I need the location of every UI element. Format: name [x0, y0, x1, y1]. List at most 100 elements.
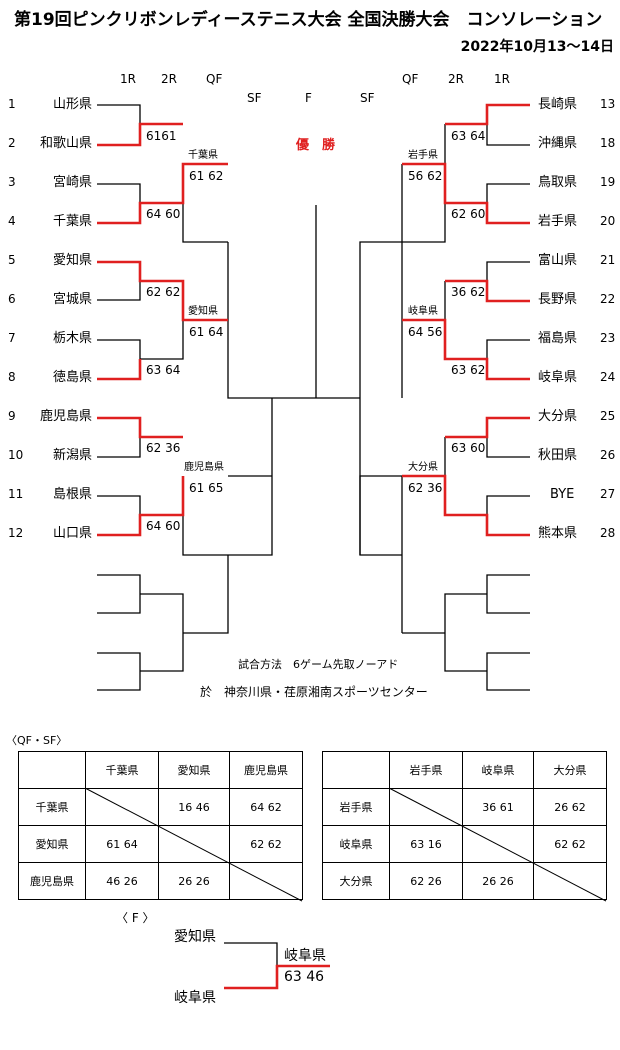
round-label-right-2r: 2R: [448, 72, 464, 86]
rr-diagonal-cell: [158, 825, 230, 863]
rr-row-header: 鹿児島県: [18, 862, 86, 900]
rr-diagonal-cell: [533, 862, 607, 900]
rr-score-cell: 64 62: [229, 788, 303, 826]
page-title: 第19回ピンクリボンレディーステニス大会 全国決勝大会 コンソレーション: [14, 10, 603, 30]
right-team-name: 岩手県: [538, 214, 578, 229]
right-team-name: 福島県: [538, 331, 578, 346]
right-r2-winner: 岐阜県: [408, 306, 438, 317]
left-seed-number: 4: [8, 214, 16, 228]
round-label-right-1r: 1R: [494, 72, 510, 86]
right-r2-score: 64 56: [408, 325, 443, 339]
rr-score-cell: 46 26: [85, 862, 159, 900]
rr-row-header: 岐阜県: [322, 825, 390, 863]
right-team-name: 長崎県: [538, 97, 578, 112]
rr-row-header: 千葉県: [18, 788, 86, 826]
left-seed-number: 7: [8, 331, 16, 345]
right-seed-number: 27: [600, 487, 616, 501]
right-seed-number: 22: [600, 292, 616, 306]
right-seed-number: 26: [600, 448, 616, 462]
left-seed-number: 1: [8, 97, 16, 111]
rr-corner-cell: [322, 751, 390, 789]
right-seed-number: 19: [600, 175, 616, 189]
round-label-sf-right: SF: [360, 91, 375, 105]
right-r1-score: 63 60: [451, 441, 486, 455]
right-seed-number: 24: [600, 370, 616, 384]
right-seed-number: 23: [600, 331, 616, 345]
right-r1-score: 62 60: [451, 207, 486, 221]
right-r2-winner: 大分県: [408, 462, 438, 473]
right-team-name: BYE: [550, 487, 575, 502]
right-team-name: 富山県: [538, 253, 578, 268]
left-seed-number: 6: [8, 292, 16, 306]
right-seed-number: 13: [600, 97, 616, 111]
rr-column-header: 岐阜県: [462, 751, 534, 789]
left-r2-winner: 愛知県: [188, 306, 218, 317]
left-r1-score: 62 36: [146, 441, 181, 455]
round-label-left-2r: 2R: [161, 72, 177, 86]
rr-row-header: 大分県: [322, 862, 390, 900]
right-team-name: 熊本県: [538, 526, 578, 541]
rr-score-cell: 26 62: [533, 788, 607, 826]
round-label-final: F: [305, 91, 312, 105]
left-seed-number: 9: [8, 409, 16, 423]
left-seed-number: 2: [8, 136, 16, 150]
final-score: 63 46: [284, 969, 325, 985]
rr-score-cell: 61 64: [85, 825, 159, 863]
left-r2-score: 61 62: [189, 169, 224, 183]
rr-column-header: 千葉県: [85, 751, 159, 789]
left-r1-score: 62 62: [146, 285, 181, 299]
right-team-name: 岐阜県: [538, 370, 578, 385]
bracket-lines: [97, 103, 530, 691]
rr-score-cell: 36 61: [462, 788, 534, 826]
left-seed-number: 11: [8, 487, 24, 501]
rr-score-cell: 26 26: [158, 862, 230, 900]
rr-score-cell: 26 26: [462, 862, 534, 900]
left-r1-score: 63 64: [146, 363, 181, 377]
right-r2-winner: 岩手県: [408, 150, 438, 161]
rr-diagonal-cell: [389, 788, 463, 826]
right-seed-number: 20: [600, 214, 616, 228]
rr-row-header: 岩手県: [322, 788, 390, 826]
left-r1-score: 64 60: [146, 207, 181, 221]
left-team-name: 山形県: [52, 97, 92, 112]
right-team-name: 沖縄県: [538, 136, 578, 151]
rr-score-cell: 62 26: [389, 862, 463, 900]
left-r2-score: 61 65: [189, 481, 224, 495]
left-team-name: 和歌山県: [39, 136, 92, 151]
left-r2-winner: 千葉県: [188, 150, 218, 161]
event-date: 2022年10月13～14日: [460, 39, 614, 55]
rr-column-header: 大分県: [533, 751, 607, 789]
rr-diagonal-cell: [85, 788, 159, 826]
rr-score-cell: 63 16: [389, 825, 463, 863]
left-seed-number: 12: [8, 526, 24, 540]
left-r1-score: 6161: [146, 129, 177, 143]
right-seed-number: 21: [600, 253, 616, 267]
left-seed-number: 10: [8, 448, 24, 462]
right-team-name: 秋田県: [538, 448, 578, 463]
final-top-team: 愛知県: [174, 929, 216, 945]
right-r2-score: 62 36: [408, 481, 443, 495]
right-r1-score: 63 64: [451, 129, 486, 143]
left-team-name: 愛知県: [52, 253, 92, 268]
rr-row-header: 愛知県: [18, 825, 86, 863]
rr-corner-cell: [18, 751, 86, 789]
champion-label: 優 勝: [296, 138, 336, 153]
left-r2-score: 61 64: [189, 325, 224, 339]
left-team-name: 千葉県: [52, 214, 92, 229]
left-team-name: 栃木県: [52, 331, 92, 346]
final-winner: 岐阜県: [284, 948, 326, 964]
round-label-sf-left: SF: [247, 91, 262, 105]
right-team-name: 大分県: [538, 409, 578, 424]
rr-score-cell: 16 46: [158, 788, 230, 826]
left-team-name: 山口県: [52, 526, 92, 541]
left-team-name: 宮崎県: [52, 175, 92, 190]
right-r1-score: 63 62: [451, 363, 486, 377]
left-seed-number: 8: [8, 370, 16, 384]
right-seed-number: 25: [600, 409, 616, 423]
right-team-name: 長野県: [538, 292, 578, 307]
final-label: 〈 F 〉: [116, 911, 155, 925]
rr-diagonal-cell: [229, 862, 303, 900]
right-seed-number: 28: [600, 526, 616, 540]
right-r2-score: 56 62: [408, 169, 443, 183]
